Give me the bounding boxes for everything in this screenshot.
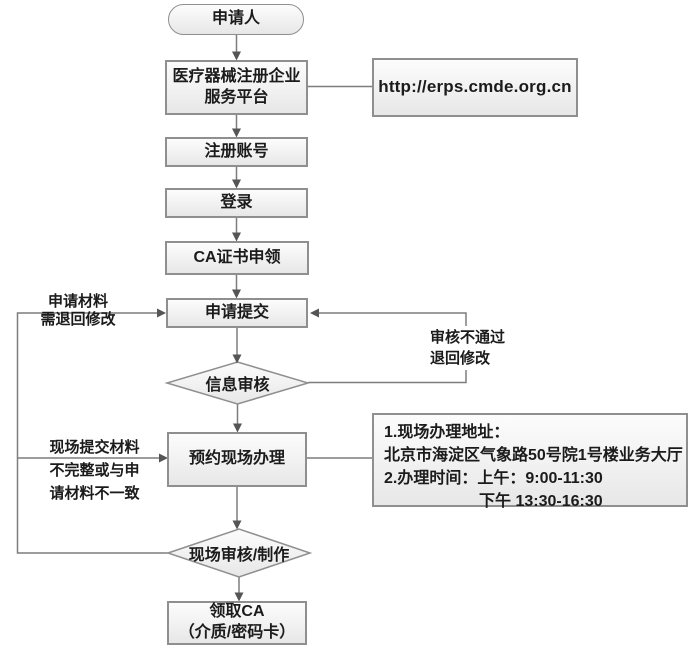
arrowhead-down-review <box>232 354 242 364</box>
info-address-title: 1.现场办理地址： <box>384 424 510 441</box>
diamond-label-onsite-review: 现场审核/制作 <box>188 547 290 564</box>
arrowhead-down-login <box>232 179 241 189</box>
arrowhead-left-into-submit <box>310 308 319 318</box>
node-login: 登录 <box>165 188 308 218</box>
node-ca-certificate-apply: CA证书申领 <box>165 241 309 275</box>
path-onsite-fail-return <box>16 312 168 554</box>
info-address: 北京市海淀区气象路50号院1号楼业务大厅 <box>384 447 683 464</box>
arrowhead-down-receive <box>234 592 244 602</box>
node-applicant: 申请人 <box>168 4 304 35</box>
diamond-info-review <box>164 361 311 405</box>
arrowhead-down-submit <box>232 289 241 299</box>
arrowhead-down-onsite <box>232 520 242 530</box>
node-register-account: 注册账号 <box>165 137 308 167</box>
node-onsite-info-box: 1.现场办理地址： 北京市海淀区气象路50号院1号楼业务大厅 2.办理时间：上午… <box>372 413 688 510</box>
node-service-platform: 医疗器械注册企业 服务平台 <box>165 60 308 115</box>
info-hours-afternoon: 下午 13:30-16:30 <box>479 493 603 510</box>
diamond-onsite-review <box>165 528 313 578</box>
arrowhead-right-into-appointment <box>159 453 168 463</box>
node-platform-url: http://erps.cmde.org.cn <box>372 58 578 117</box>
arrowhead-right-into-submit <box>157 308 166 318</box>
node-application-submit: 申请提交 <box>166 298 308 328</box>
edge-label-return-modify: 申请材料 需退回修改 <box>40 293 116 328</box>
edge-label-onsite-incomplete: 现场提交材料 不完整或与申 请材料不一致 <box>49 439 140 502</box>
arrowhead-down-appointment <box>233 423 242 433</box>
diamond-label-info-review: 信息审核 <box>205 377 270 394</box>
info-hours-morning: 2.办理时间：上午：9:00-11:30 <box>384 470 603 487</box>
arrowhead-down-platform <box>232 51 241 61</box>
edge-label-review-fail: 审核不通过 退回修改 <box>427 326 509 370</box>
node-receive-ca: 领取CA （介质/密码卡） <box>167 601 307 645</box>
arrowhead-down-ca <box>232 232 241 242</box>
node-onsite-appointment: 预约现场办理 <box>167 432 307 487</box>
arrowhead-down-register <box>232 128 241 138</box>
